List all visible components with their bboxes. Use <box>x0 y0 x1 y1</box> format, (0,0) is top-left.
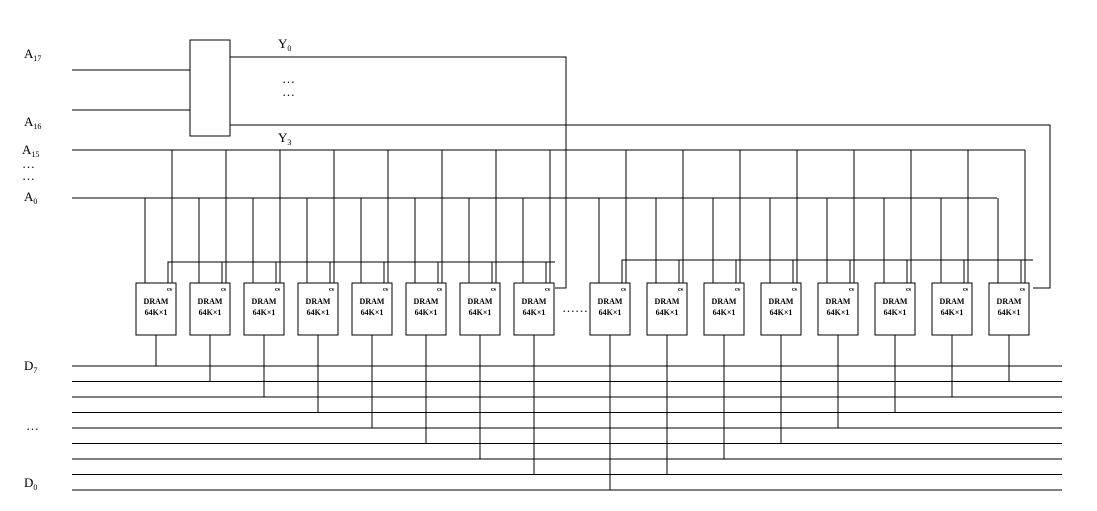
chip-cs-label: cs <box>437 287 443 293</box>
chip-size-label: 64K×1 <box>307 308 330 317</box>
dram-chip-body <box>760 282 802 336</box>
a15-label: A15 <box>22 142 39 159</box>
chip-name-label: DRAM <box>414 297 439 306</box>
y0-label: Y0 <box>278 36 291 53</box>
chip-size-label: 64K×1 <box>884 308 907 317</box>
decoder-dots-2: … <box>282 84 295 99</box>
dram-chip-body <box>351 282 393 336</box>
d7-label: D7 <box>24 358 37 375</box>
dram-chip-body <box>646 282 688 336</box>
dram-chip-body <box>405 282 447 336</box>
chip-size-label: 64K×1 <box>656 308 679 317</box>
address-ellipsis: … <box>22 156 35 171</box>
chip-cs-label: cs <box>735 287 741 293</box>
decoder-block <box>189 39 231 137</box>
chip-gap-ellipsis: …… <box>562 300 588 315</box>
dram-chip-body <box>874 282 916 336</box>
chip-cs-wire <box>491 261 555 283</box>
dram-chip-body <box>297 282 339 336</box>
chip-name-label: DRAM <box>940 297 965 306</box>
address-ellipsis-2: … <box>22 168 35 183</box>
chip-name-label: DRAM <box>306 297 331 306</box>
chip-cs-wire <box>906 259 1033 283</box>
chip-size-label: 64K×1 <box>145 308 168 317</box>
y3-label: Y3 <box>278 130 291 147</box>
chip-name-label: DRAM <box>252 297 277 306</box>
dram-chip-body <box>189 282 231 336</box>
chip-cs-label: cs <box>906 287 912 293</box>
chip-size-label: 64K×1 <box>253 308 276 317</box>
chip-cs-label: cs <box>221 287 227 293</box>
chip-size-label: 64K×1 <box>770 308 793 317</box>
chip-cs-wire <box>1020 259 1033 283</box>
data-ellipsis: … <box>26 418 39 433</box>
static-wires <box>72 39 1051 289</box>
y0-output-line <box>230 56 567 289</box>
chip-size-label: 64K×1 <box>415 308 438 317</box>
chip-cs-label: cs <box>678 287 684 293</box>
a16-label: A16 <box>24 114 41 131</box>
chip-name-label: DRAM <box>360 297 385 306</box>
decoder-dots-1: … <box>282 71 295 86</box>
chip-size-label: 64K×1 <box>941 308 964 317</box>
chip-name-label: DRAM <box>468 297 493 306</box>
chip-cs-label: cs <box>545 287 551 293</box>
chip-size-label: 64K×1 <box>523 308 546 317</box>
chip-cs-label: cs <box>1020 287 1026 293</box>
chip-size-label: 64K×1 <box>599 308 622 317</box>
chip-size-label: 64K×1 <box>361 308 384 317</box>
chip-cs-label: cs <box>275 287 281 293</box>
a0-label: A0 <box>24 189 37 206</box>
chip-size-label: 64K×1 <box>199 308 222 317</box>
chip-name-label: DRAM <box>712 297 737 306</box>
dram-chip-body <box>135 282 177 336</box>
chip-cs-label: cs <box>621 287 627 293</box>
chip-name-label: DRAM <box>769 297 794 306</box>
chip-name-label: DRAM <box>655 297 680 306</box>
chip-name-label: DRAM <box>144 297 169 306</box>
chip-name-label: DRAM <box>598 297 623 306</box>
a17-label: A17 <box>24 46 41 63</box>
chip-cs-label: cs <box>792 287 798 293</box>
y3-output-line <box>230 124 1051 289</box>
dram-chip-body <box>513 282 555 336</box>
chip-cs-label: cs <box>963 287 969 293</box>
chip-name-label: DRAM <box>826 297 851 306</box>
chip-name-label: DRAM <box>997 297 1022 306</box>
chip-size-label: 64K×1 <box>827 308 850 317</box>
data-bus <box>72 365 1062 491</box>
chip-cs-wire <box>545 261 555 283</box>
chip-cs-label: cs <box>167 287 173 293</box>
dram-chip-body <box>589 282 631 336</box>
chip-cs-label: cs <box>383 287 389 293</box>
chip-size-label: 64K×1 <box>998 308 1021 317</box>
chip-cs-wire <box>963 259 1033 283</box>
chip-name-label: DRAM <box>522 297 547 306</box>
chip-size-label: 64K×1 <box>469 308 492 317</box>
chip-cs-label: cs <box>849 287 855 293</box>
d0-label: D0 <box>24 475 37 492</box>
chip-name-label: DRAM <box>198 297 223 306</box>
chip-cs-wire <box>792 259 1033 283</box>
chip-cs-wire <box>678 259 1033 283</box>
chip-cs-label: cs <box>491 287 497 293</box>
chip-size-label: 64K×1 <box>713 308 736 317</box>
dram-chip-body <box>243 282 285 336</box>
chip-cs-label: cs <box>329 287 335 293</box>
chip-name-label: DRAM <box>883 297 908 306</box>
